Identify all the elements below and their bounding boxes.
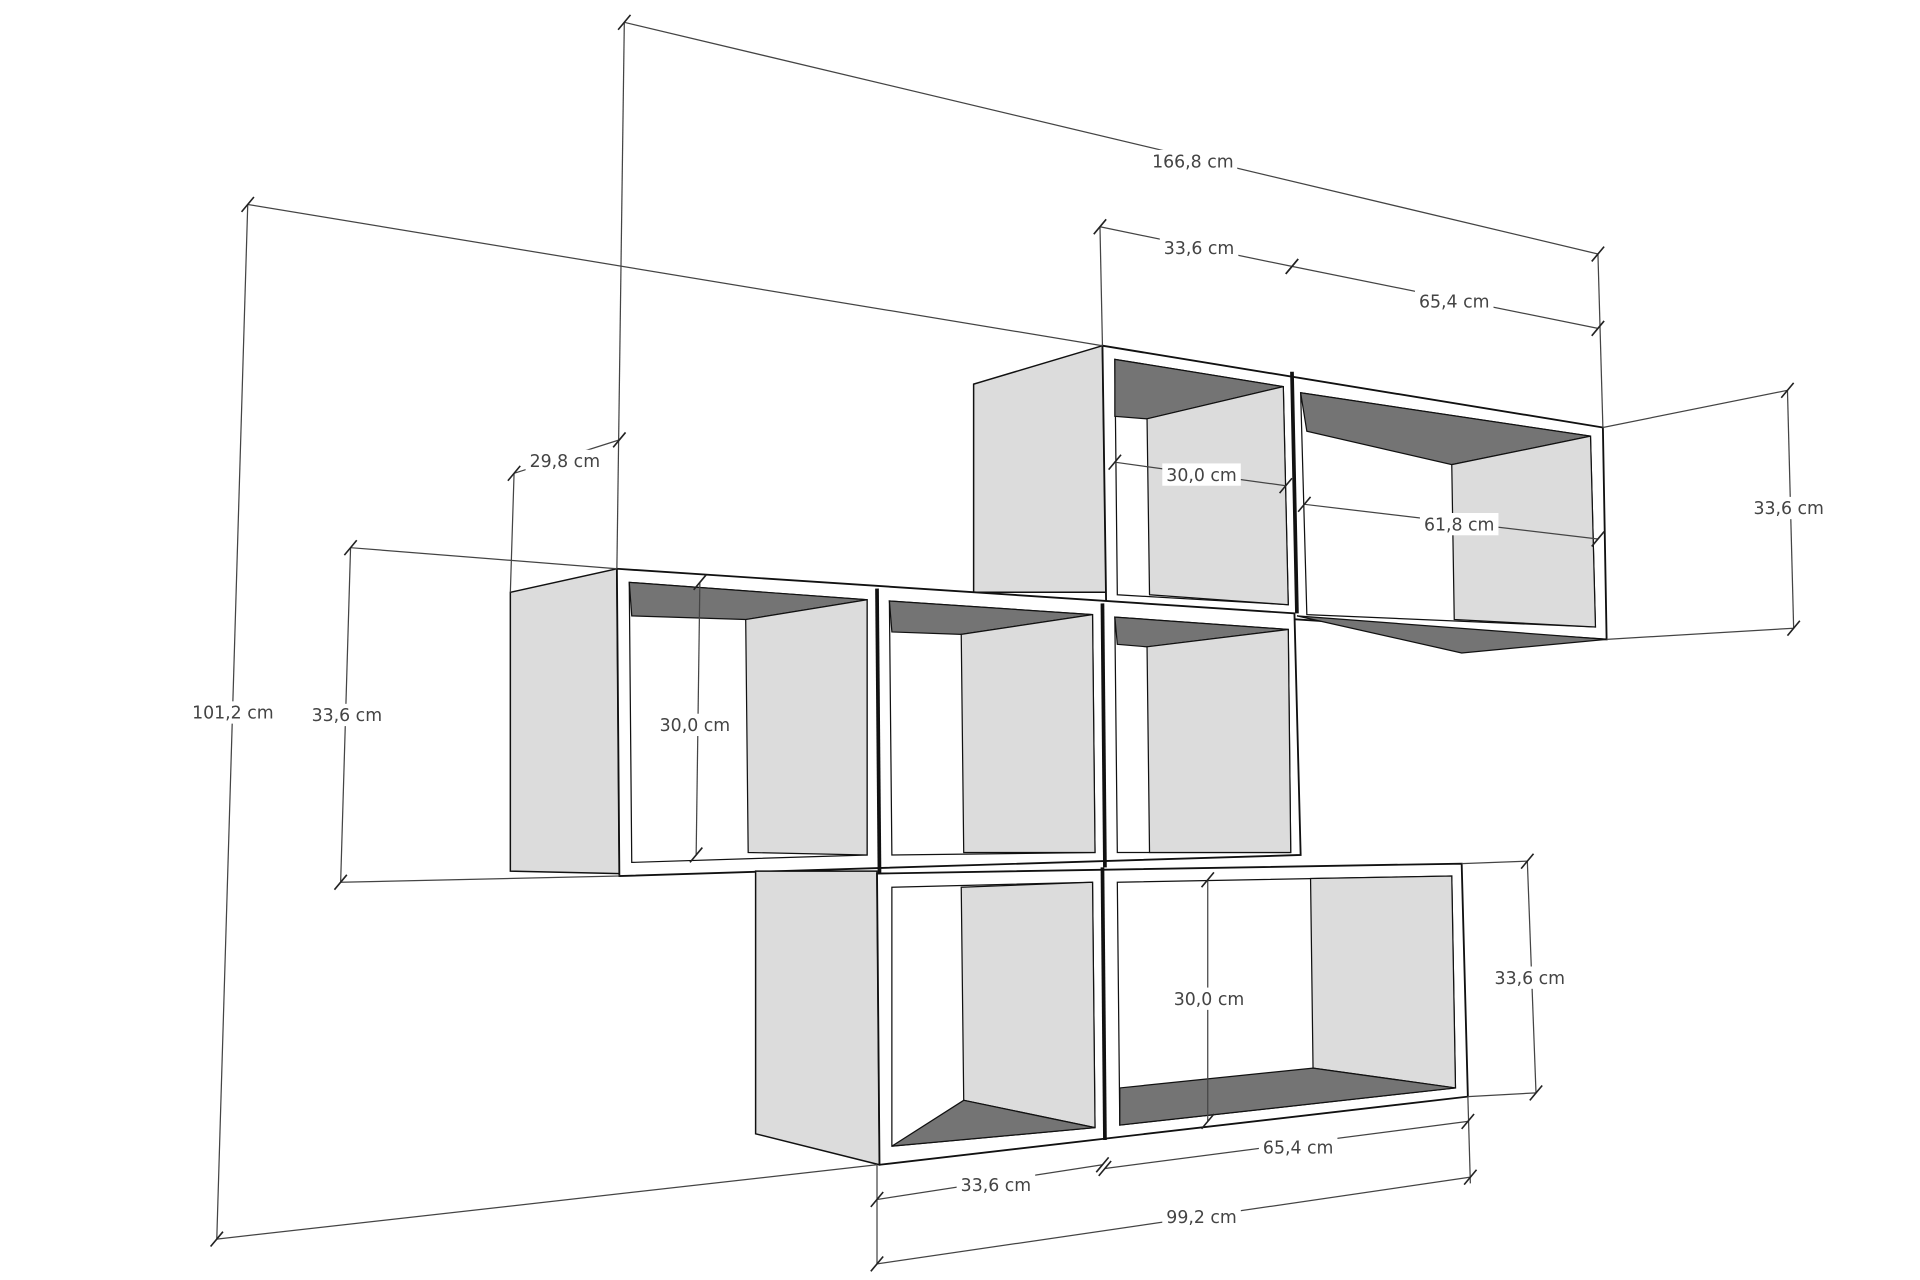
dimension-tick <box>870 1191 884 1208</box>
dimension-tick <box>617 14 632 31</box>
dim-label: 29,8 cm <box>530 452 600 472</box>
dimension-label-background <box>655 713 735 737</box>
dimension-tick <box>1786 620 1801 637</box>
dim-top-cell-width: 33,6 cm <box>1093 218 1299 275</box>
dim-top-cell-inner-width: 30,0 cm <box>1108 454 1293 494</box>
dimension-label-background <box>1749 496 1828 520</box>
dim-label: 61,8 cm <box>1424 515 1494 535</box>
dim-bottom-row-height: 33,6 cm <box>1490 853 1570 1101</box>
dimension-tick <box>1529 1084 1543 1101</box>
dimension-tick <box>689 847 703 863</box>
dim-bottom-total-width: 99,2 cm <box>870 1169 1478 1272</box>
dimension-tick <box>1095 1156 1110 1173</box>
dim-label: 99,2 cm <box>1166 1208 1236 1228</box>
dim-top-wide-cell-width: 65,4 cm <box>1285 258 1605 337</box>
dim-top-row-height: 33,6 cm <box>1749 382 1828 637</box>
dim-label: 65,4 cm <box>1419 292 1489 312</box>
dimension-tick <box>1520 853 1535 870</box>
dim-label: 166,8 cm <box>1152 152 1234 172</box>
dimension-tick <box>693 574 707 591</box>
middle-row-unit <box>509 567 1302 878</box>
dimension-label-background <box>525 449 605 473</box>
dim-label: 33,6 cm <box>1495 969 1565 989</box>
dimension-tick <box>1108 454 1122 471</box>
dim-bottom-cell-width: 33,6 cm <box>870 1156 1110 1208</box>
dimension-tick <box>1780 382 1795 399</box>
bottom-row-unit <box>754 862 1469 1166</box>
dimension-label-background <box>307 703 387 727</box>
dimension-tick <box>333 874 348 891</box>
dim-label: 65,4 cm <box>1263 1139 1333 1159</box>
dimension-label-background <box>1159 236 1239 259</box>
dimension-tick <box>1200 871 1215 888</box>
dimension-label-background <box>1414 289 1494 313</box>
dimension-label-background <box>1162 1205 1241 1228</box>
dim-top-wide-cell-inner-width: 61,8 cm <box>1297 496 1605 547</box>
dim-label: 30,0 cm <box>660 716 730 736</box>
dim-label: 33,6 cm <box>1753 499 1823 519</box>
dim-label: 33,6 cm <box>1164 239 1234 259</box>
dim-depth: 29,8 cm <box>507 431 627 482</box>
dim-overall-width: 166,8 cm <box>617 14 1605 262</box>
dimension-tick <box>1463 1169 1478 1186</box>
dimension-label-background <box>1490 966 1570 989</box>
dimension-line <box>624 21 1599 255</box>
dimension-tick <box>1591 531 1605 547</box>
dim-bottom-cell-inner-height: 30,0 cm <box>1169 871 1249 1130</box>
dim-middle-row-height: 33,6 cm <box>307 539 387 891</box>
dim-label: 30,0 cm <box>1174 990 1244 1010</box>
dimension-tick <box>343 539 358 556</box>
dim-bottom-wide-cell-width: 65,4 cm <box>1098 1113 1475 1177</box>
dimension-label-background <box>1419 512 1499 536</box>
dim-overall-height: 101,2 cm <box>188 196 278 1248</box>
dimension-tick <box>1297 496 1312 513</box>
dimension-label-background <box>956 1173 1036 1196</box>
dimension-tick <box>870 1255 884 1272</box>
dimension-tick <box>1591 246 1605 262</box>
dimension-tick <box>612 431 627 448</box>
extension-lines <box>216 22 1794 1264</box>
dim-label: 30,0 cm <box>1166 466 1236 486</box>
dimension-tick <box>1278 477 1293 494</box>
dimension-tick <box>1098 1160 1112 1177</box>
dimension-label-background <box>1148 149 1238 173</box>
dimension-tick <box>1285 258 1299 275</box>
dimension-tick <box>209 1231 224 1248</box>
dim-label: 33,6 cm <box>312 706 382 726</box>
dimension-tick <box>1591 320 1605 337</box>
dimension-label-background <box>1162 463 1241 486</box>
dimension-tick <box>1200 1113 1215 1130</box>
dimension-label-background <box>188 701 278 724</box>
dimension-tick <box>507 465 521 482</box>
dimension-annotations: 166,8 cm 101,2 cm 33,6 cm 65,4 cm 29,8 c… <box>188 14 1828 1272</box>
dim-label: 33,6 cm <box>961 1176 1031 1196</box>
dim-middle-cell-inner-height: 30,0 cm <box>655 574 735 863</box>
dimension-tick <box>1093 218 1107 235</box>
dimension-tick <box>1461 1113 1475 1130</box>
dimension-tick <box>240 196 255 213</box>
dimension-label-background <box>1169 987 1249 1010</box>
dim-label: 101,2 cm <box>192 704 274 724</box>
dimension-label-background <box>1258 1136 1338 1159</box>
